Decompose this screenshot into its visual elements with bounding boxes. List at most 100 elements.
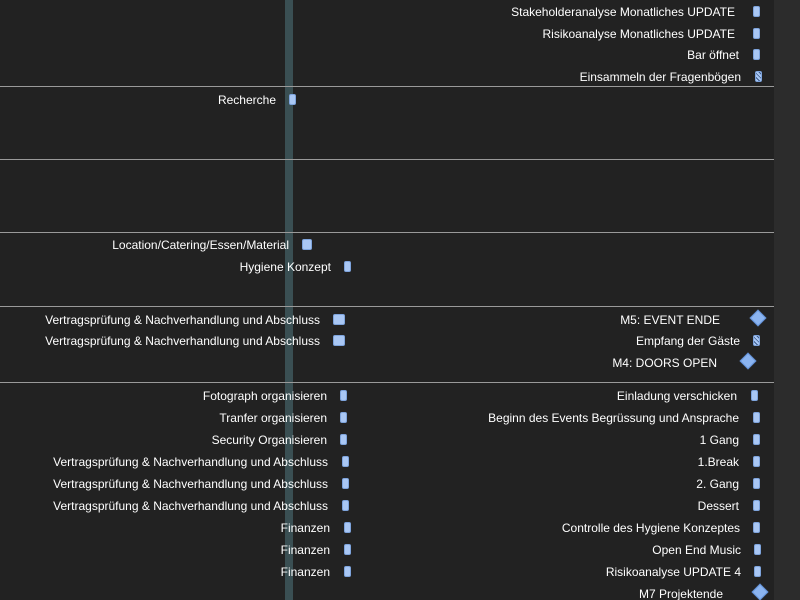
task-row[interactable]: Tranfer organisieren — [0, 407, 774, 429]
task-bar[interactable] — [753, 49, 760, 60]
task-label: Open End Music — [652, 543, 741, 557]
task-label: Beginn des Events Begrüssung und Ansprac… — [488, 411, 739, 425]
task-row[interactable]: 2. Gang — [0, 473, 774, 495]
today-marker-line — [285, 0, 293, 600]
task-row[interactable]: Finanzen — [0, 517, 774, 539]
task-row[interactable]: Open End Music — [0, 539, 774, 561]
task-label: Finanzen — [280, 565, 330, 579]
task-row[interactable]: Location/Catering/Essen/Material — [0, 234, 774, 256]
group-divider — [0, 159, 774, 160]
task-label: Dessert — [697, 499, 739, 513]
task-row[interactable]: 1 Gang — [0, 429, 774, 451]
task-bar[interactable] — [753, 500, 760, 511]
task-label: Controlle des Hygiene Konzeptes — [561, 521, 740, 535]
task-label: Vertragsprüfung & Nachverhandlung und Ab… — [45, 334, 320, 348]
task-row[interactable]: Finanzen — [0, 539, 774, 561]
task-bar[interactable] — [302, 239, 312, 250]
task-row[interactable]: Hygiene Konzept — [0, 256, 774, 278]
task-label: Finanzen — [280, 521, 330, 535]
task-label: Stakeholderanalyse Monatliches UPDATE — [511, 5, 735, 19]
task-bar[interactable] — [753, 6, 760, 17]
task-row[interactable]: Beginn des Events Begrüssung und Ansprac… — [0, 407, 774, 429]
task-bar[interactable] — [344, 544, 351, 555]
task-row[interactable]: 1.Break — [0, 451, 774, 473]
task-bar[interactable] — [753, 522, 760, 533]
task-label: Security Organisieren — [211, 433, 327, 447]
task-bar[interactable] — [289, 94, 296, 105]
task-bar[interactable] — [344, 522, 351, 533]
task-bar[interactable] — [751, 390, 758, 401]
milestone-diamond[interactable] — [751, 583, 769, 600]
task-row[interactable]: Vertragsprüfung & Nachverhandlung und Ab… — [0, 330, 774, 352]
task-row[interactable]: Security Organisieren — [0, 429, 774, 451]
task-bar[interactable] — [344, 261, 351, 272]
task-bar[interactable] — [340, 390, 347, 401]
task-row[interactable]: Bar öffnet — [0, 44, 774, 66]
task-row[interactable]: Fotograph organisieren — [0, 385, 774, 407]
task-row[interactable]: Risikoanalyse Monatliches UPDATE — [0, 23, 774, 45]
task-row[interactable]: M7 Projektende — [0, 583, 774, 600]
task-row[interactable]: M5: EVENT ENDE — [0, 309, 774, 331]
task-bar[interactable] — [754, 566, 761, 577]
task-bar[interactable] — [753, 456, 760, 467]
task-bar[interactable] — [342, 500, 349, 511]
task-row[interactable]: Einsammeln der Fragenbögen — [0, 66, 774, 88]
task-label: Vertragsprüfung & Nachverhandlung und Ab… — [53, 455, 328, 469]
task-label: Vertragsprüfung & Nachverhandlung und Ab… — [45, 313, 320, 327]
task-label: Einladung verschicken — [616, 389, 737, 403]
task-label: Bar öffnet — [687, 48, 739, 62]
group-divider — [0, 306, 774, 307]
task-label: Risikoanalyse Monatliches UPDATE — [542, 27, 735, 41]
group-divider — [0, 232, 774, 233]
group-divider — [0, 382, 774, 383]
group-divider — [0, 86, 774, 87]
task-label: 1.Break — [697, 455, 739, 469]
task-label: Einsammeln der Fragenbögen — [579, 70, 741, 84]
task-label: Empfang der Gäste — [635, 334, 740, 348]
task-label: M4: DOORS OPEN — [612, 356, 717, 370]
task-row[interactable]: Finanzen — [0, 561, 774, 583]
task-row[interactable]: Vertragsprüfung & Nachverhandlung und Ab… — [0, 451, 774, 473]
task-row[interactable]: M4: DOORS OPEN — [0, 352, 774, 374]
task-bar[interactable] — [340, 412, 347, 423]
task-row[interactable]: Einladung verschicken — [0, 385, 774, 407]
task-label: 2. Gang — [696, 477, 739, 491]
task-label: Vertragsprüfung & Nachverhandlung und Ab… — [53, 499, 328, 513]
task-bar[interactable] — [753, 434, 760, 445]
task-row[interactable]: Risikoanalyse UPDATE 4 — [0, 561, 774, 583]
task-label: Tranfer organisieren — [219, 411, 327, 425]
task-bar[interactable] — [753, 335, 760, 346]
task-bar[interactable] — [342, 478, 349, 489]
task-label: Location/Catering/Essen/Material — [112, 238, 289, 252]
milestone-diamond[interactable] — [739, 352, 757, 370]
task-row[interactable]: Vertragsprüfung & Nachverhandlung und Ab… — [0, 309, 774, 331]
task-label: Finanzen — [280, 543, 330, 557]
vertical-scrollbar[interactable] — [774, 0, 800, 600]
milestone-diamond[interactable] — [749, 309, 767, 327]
task-bar[interactable] — [754, 544, 761, 555]
task-bar[interactable] — [753, 478, 760, 489]
task-row[interactable]: Empfang der Gäste — [0, 330, 774, 352]
task-bar[interactable] — [344, 566, 351, 577]
task-bar[interactable] — [342, 456, 349, 467]
task-bar[interactable] — [755, 71, 762, 82]
task-row[interactable]: Vertragsprüfung & Nachverhandlung und Ab… — [0, 495, 774, 517]
task-bar[interactable] — [333, 314, 345, 325]
task-label: Recherche — [217, 93, 276, 107]
task-row[interactable]: Stakeholderanalyse Monatliches UPDATE — [0, 1, 774, 23]
task-label: 1 Gang — [699, 433, 739, 447]
task-label: Vertragsprüfung & Nachverhandlung und Ab… — [53, 477, 328, 491]
task-label: Risikoanalyse UPDATE 4 — [605, 565, 741, 579]
task-row[interactable]: Controlle des Hygiene Konzeptes — [0, 517, 774, 539]
task-row[interactable]: Vertragsprüfung & Nachverhandlung und Ab… — [0, 473, 774, 495]
task-label: Hygiene Konzept — [239, 260, 331, 274]
task-bar[interactable] — [753, 28, 760, 39]
task-bar[interactable] — [333, 335, 345, 346]
task-label: M7 Projektende — [638, 587, 723, 600]
task-bar[interactable] — [753, 412, 760, 423]
task-bar[interactable] — [340, 434, 347, 445]
task-row[interactable]: Dessert — [0, 495, 774, 517]
task-label: Fotograph organisieren — [202, 389, 327, 403]
task-row[interactable]: Recherche — [0, 89, 774, 111]
